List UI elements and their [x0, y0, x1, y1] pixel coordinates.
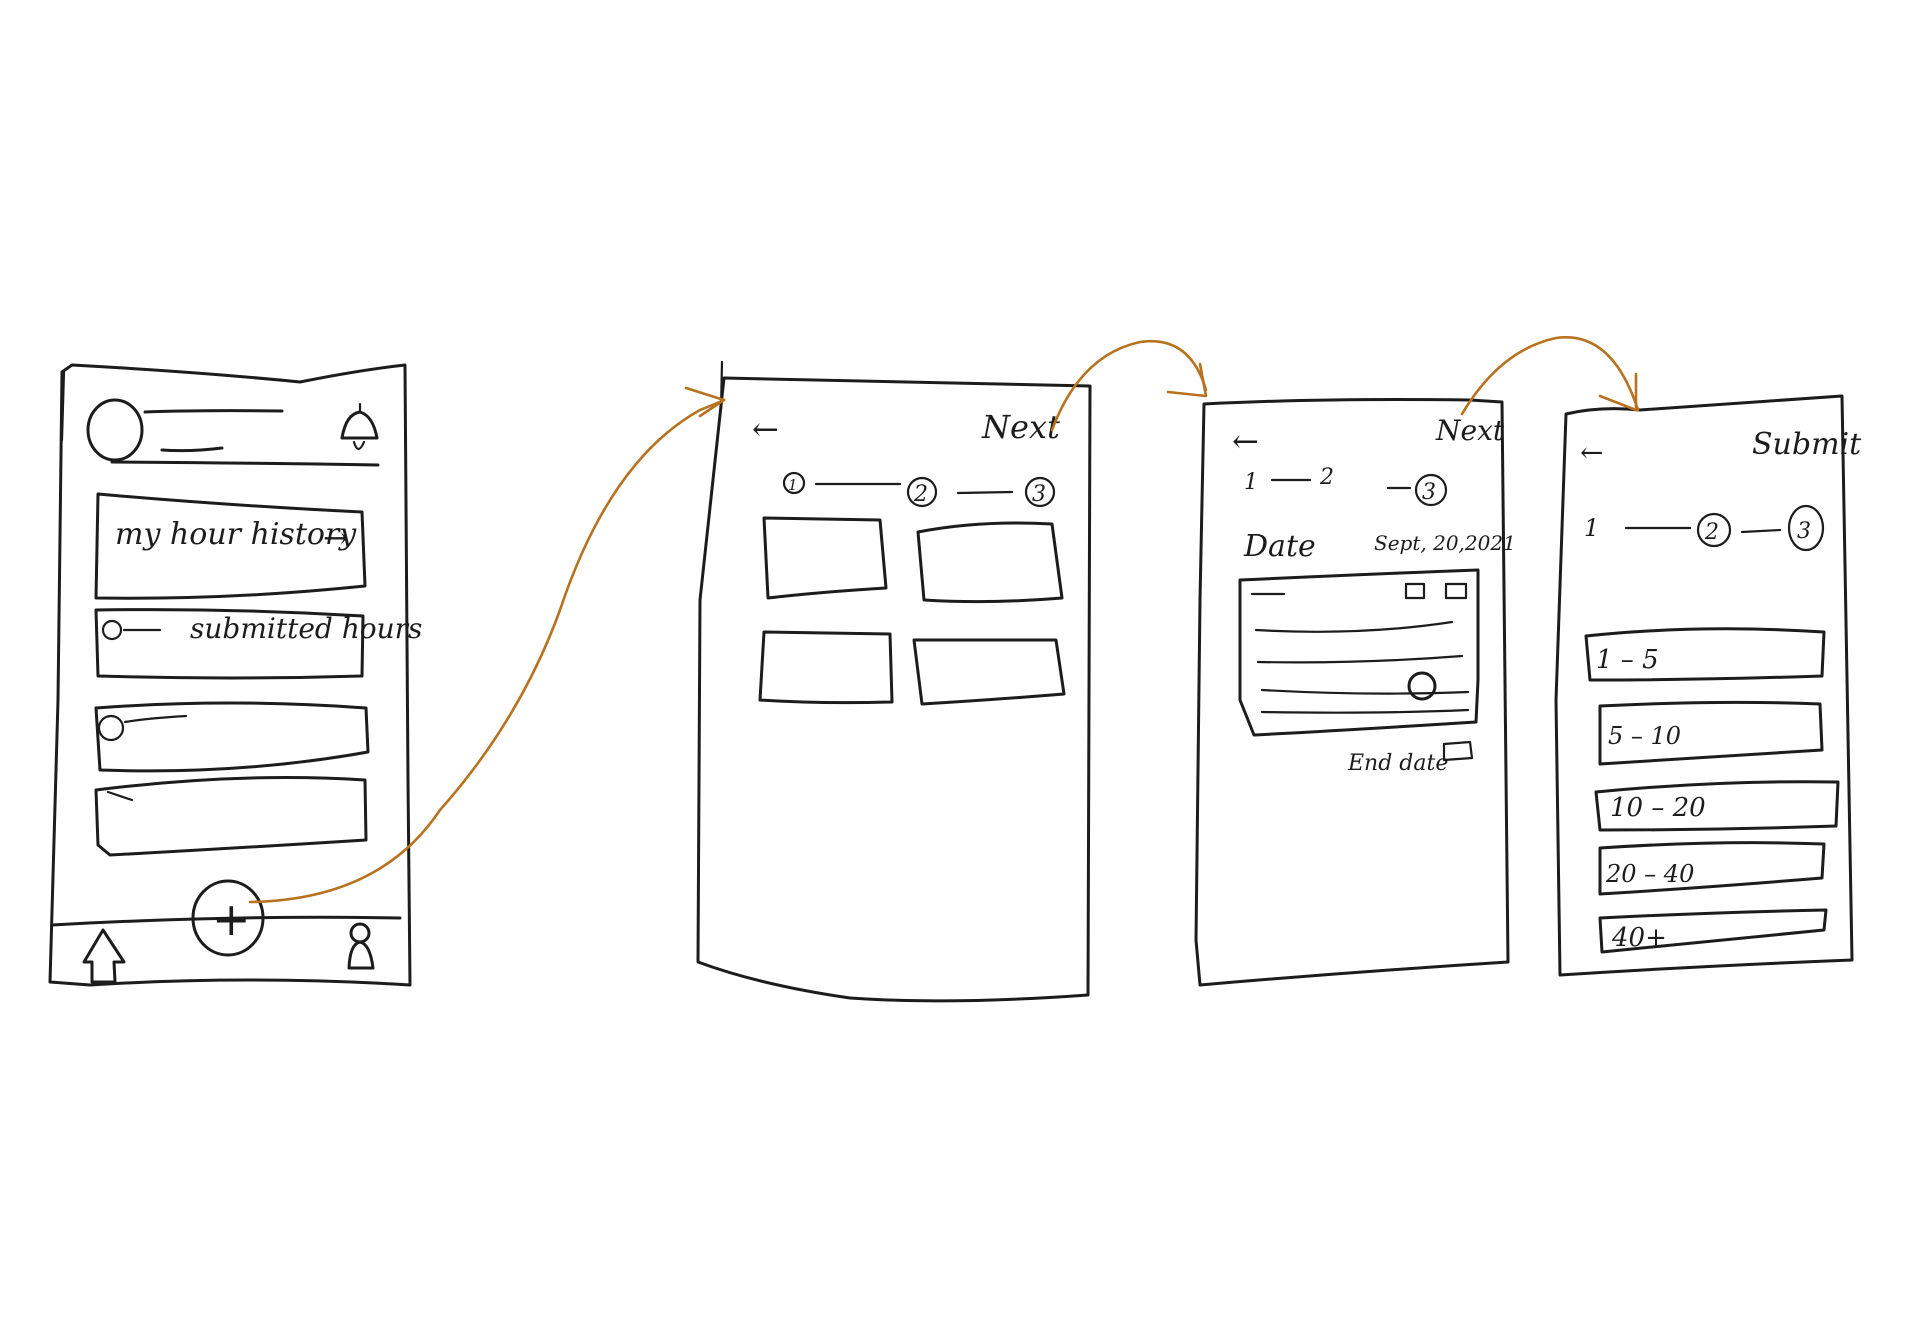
picker-row: [1256, 654, 1464, 664]
add-button-circle: [191, 879, 265, 957]
picker-row: [1260, 688, 1470, 695]
category-tile-1[interactable]: [762, 516, 888, 600]
step-connector: [1740, 528, 1782, 534]
step-2-circle: [906, 476, 938, 508]
card-hour-history-label: my hour history: [115, 517, 357, 552]
step-connector: [956, 490, 1014, 495]
bottom-nav-divider: [50, 915, 402, 927]
card-submitted-hours-label: submitted hours: [190, 612, 422, 645]
card-placeholder-2[interactable]: [94, 776, 368, 857]
phone-frame: [48, 363, 412, 987]
user-subtitle-line: [160, 446, 224, 453]
step-2-circle: [1696, 512, 1732, 548]
stepper: 1 2 3: [1584, 504, 1825, 552]
frame-edge: [60, 370, 66, 442]
option-5-10[interactable]: 5 – 10: [1598, 700, 1824, 766]
bell-icon[interactable]: [340, 402, 379, 451]
flow-arrow-head: [1598, 372, 1638, 412]
step-3-label: 3: [1032, 482, 1046, 507]
card-corner-mark: [106, 790, 134, 802]
status-line: [123, 714, 188, 724]
step-1-circle: [782, 471, 806, 495]
card-hour-history[interactable]: my hour history →: [94, 492, 367, 600]
flow-arrow-step1-to-step2: [1050, 339, 1208, 432]
add-icon: +: [212, 892, 251, 946]
step-2-label: 2: [1319, 465, 1334, 490]
home-icon[interactable]: [82, 928, 126, 984]
add-button[interactable]: +: [191, 879, 265, 957]
picker-row: [1254, 620, 1454, 633]
end-date-checkbox[interactable]: [1442, 740, 1474, 762]
screen-step-1: ← Next 1 2 3: [696, 360, 1092, 1003]
phone-frame: [1194, 398, 1510, 987]
category-tile-2[interactable]: [916, 521, 1064, 604]
phone-frame: [696, 376, 1092, 1003]
profile-icon[interactable]: [347, 922, 375, 970]
step-3-label: 3: [1422, 480, 1436, 505]
option-label: 5 – 10: [1608, 722, 1681, 750]
option-label: 40+: [1611, 923, 1667, 953]
stepper: 1 2 3: [1244, 465, 1448, 507]
stepper: 1 2 3: [782, 471, 1056, 508]
flow-arrows: [248, 335, 1640, 904]
option-label: 10 – 20: [1610, 793, 1706, 823]
option-label: 1 – 5: [1596, 645, 1659, 675]
category-tile-4[interactable]: [912, 638, 1066, 706]
back-button[interactable]: ←: [1232, 422, 1259, 460]
flow-arrow-step2-to-step3: [1460, 335, 1640, 416]
category-tile-3[interactable]: [758, 630, 894, 705]
step-1-label: 1: [1244, 470, 1258, 495]
screen-home: my hour history → submitted hours: [48, 363, 422, 987]
screen-step-3: ← Submit 1 2 3 1 – 5 5 – 10 10 – 20 20 –…: [1554, 394, 1862, 977]
step-3-circle: [1024, 476, 1056, 508]
option-label: 20 – 40: [1605, 860, 1694, 888]
card-submitted-hours[interactable]: submitted hours: [94, 608, 422, 680]
back-button[interactable]: ←: [752, 410, 779, 448]
flow-arrow-head: [684, 386, 726, 418]
step-3-circle: [1414, 473, 1448, 507]
end-date-label: End date: [1347, 751, 1448, 776]
option-10-20[interactable]: 10 – 20: [1594, 780, 1840, 832]
option-1-5[interactable]: 1 – 5: [1584, 627, 1826, 682]
card-arrow: →: [323, 521, 348, 556]
status-dot: [101, 619, 123, 641]
option-40-plus[interactable]: 40+: [1598, 908, 1828, 954]
prev-month-icon[interactable]: [1404, 582, 1426, 600]
step-1-label: 1: [1584, 514, 1599, 542]
user-name-line: [143, 409, 284, 414]
date-label: Date: [1243, 529, 1316, 564]
avatar[interactable]: [86, 398, 144, 462]
phone-frame: [1554, 394, 1854, 977]
step-3-label: 3: [1797, 519, 1811, 544]
next-button[interactable]: Next: [981, 408, 1060, 446]
step-1-label: 1: [788, 476, 798, 494]
back-button[interactable]: ←: [1580, 436, 1603, 469]
screen-step-2: ← Next 1 2 3 Date Sept, 20,2021 End date: [1194, 398, 1516, 987]
header-divider: [110, 460, 380, 467]
card-placeholder-1[interactable]: [94, 701, 370, 773]
picker-row: [1260, 708, 1470, 714]
step-2-label: 2: [1704, 520, 1719, 545]
next-month-icon[interactable]: [1444, 582, 1468, 600]
step-3-circle: [1787, 504, 1825, 552]
selected-day-marker[interactable]: [1407, 671, 1437, 701]
date-value: Sept, 20,2021: [1374, 531, 1516, 555]
step-2-label: 2: [913, 482, 928, 507]
status-dot: [97, 714, 125, 742]
flow-arrow-add-to-step1: [248, 398, 726, 904]
next-button[interactable]: Next: [1435, 414, 1505, 447]
date-picker[interactable]: [1238, 568, 1480, 737]
option-20-40[interactable]: 20 – 40: [1598, 841, 1826, 896]
submit-button[interactable]: Submit: [1752, 427, 1862, 462]
flow-arrow-head: [1166, 362, 1208, 398]
